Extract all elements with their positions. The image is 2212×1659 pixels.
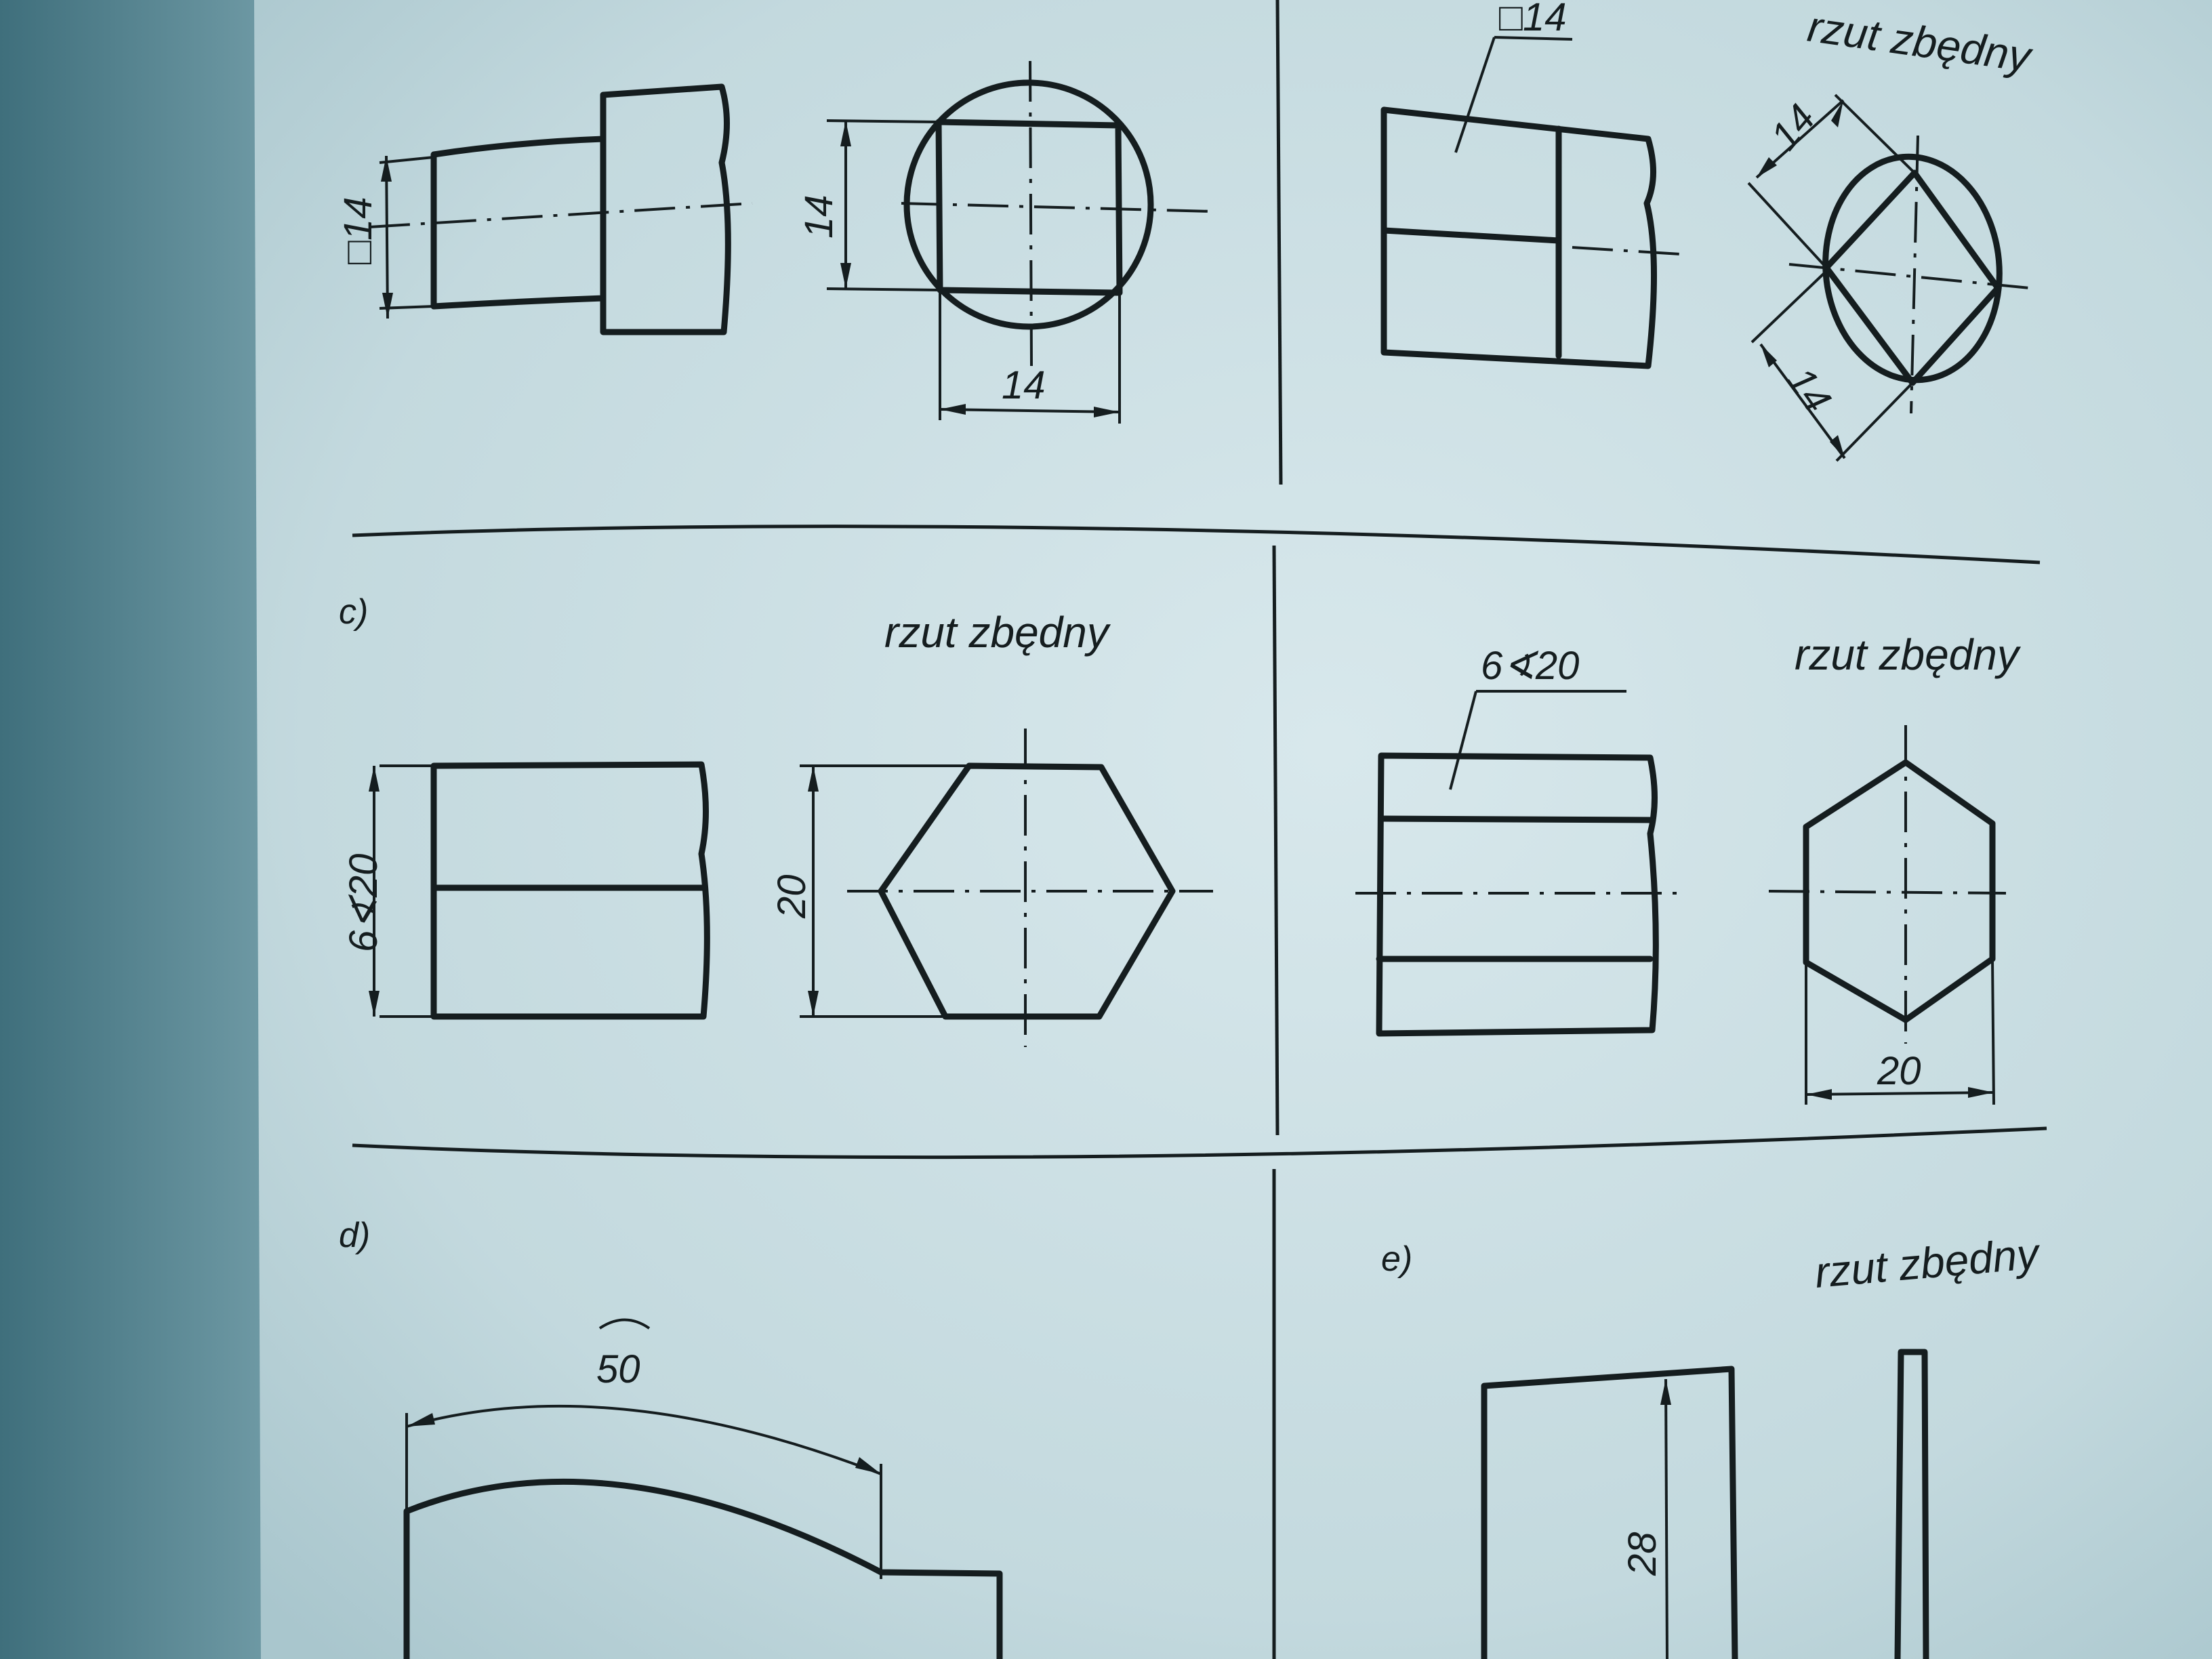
hex-symbol-dim: 6∢20: [342, 854, 386, 952]
square-shaft-side-view: □14: [336, 83, 753, 335]
panel-dividers: [352, 0, 2047, 1659]
hex-height-dim: 20: [770, 874, 814, 919]
panel-d-arc: d) 50: [339, 1216, 1003, 1659]
flat-bar-height-dim: 28: [1620, 1532, 1664, 1576]
arc-length-dim: 50: [596, 1347, 640, 1391]
hex-shaft-front-view: [1355, 752, 1687, 1037]
paper-sheet: [254, 0, 2212, 1659]
extra-view-note-c: rzut zbędny: [884, 608, 1111, 657]
panel-e-label: e): [1381, 1240, 1412, 1279]
square-shaft-end-view: 14 14: [797, 60, 1214, 424]
background: [0, 0, 271, 1659]
hex-width-dim: 20: [1877, 1049, 1921, 1093]
panel-c2-hexagon-leader: 6∢20 rzut zbędny 20: [1355, 630, 2022, 1105]
hex-leader-dim: 6∢20: [1481, 644, 1579, 688]
panel-c-hexagon: c) rzut zbędny 6∢20 20: [339, 592, 1213, 1047]
square-symbol-dim: □14: [336, 197, 380, 264]
hex-across-corners-view: 20: [1768, 725, 2007, 1105]
end-view-height-dim: 14: [797, 194, 841, 239]
extra-view-note-c2: rzut zbędny: [1795, 630, 2022, 679]
square-shaft-front-view: [1380, 106, 1681, 369]
hex-end-view: 20: [770, 729, 1213, 1047]
hex-shaft-side-view: 6∢20: [342, 761, 710, 1020]
end-view-width-dim: 14: [1002, 363, 1046, 407]
panel-c-label: c): [339, 592, 368, 632]
panel-a-square-shaft: □14 14 14: [336, 60, 1214, 424]
square-leader-dim: □14: [1499, 0, 1567, 39]
panel-d-label: d): [339, 1216, 370, 1255]
